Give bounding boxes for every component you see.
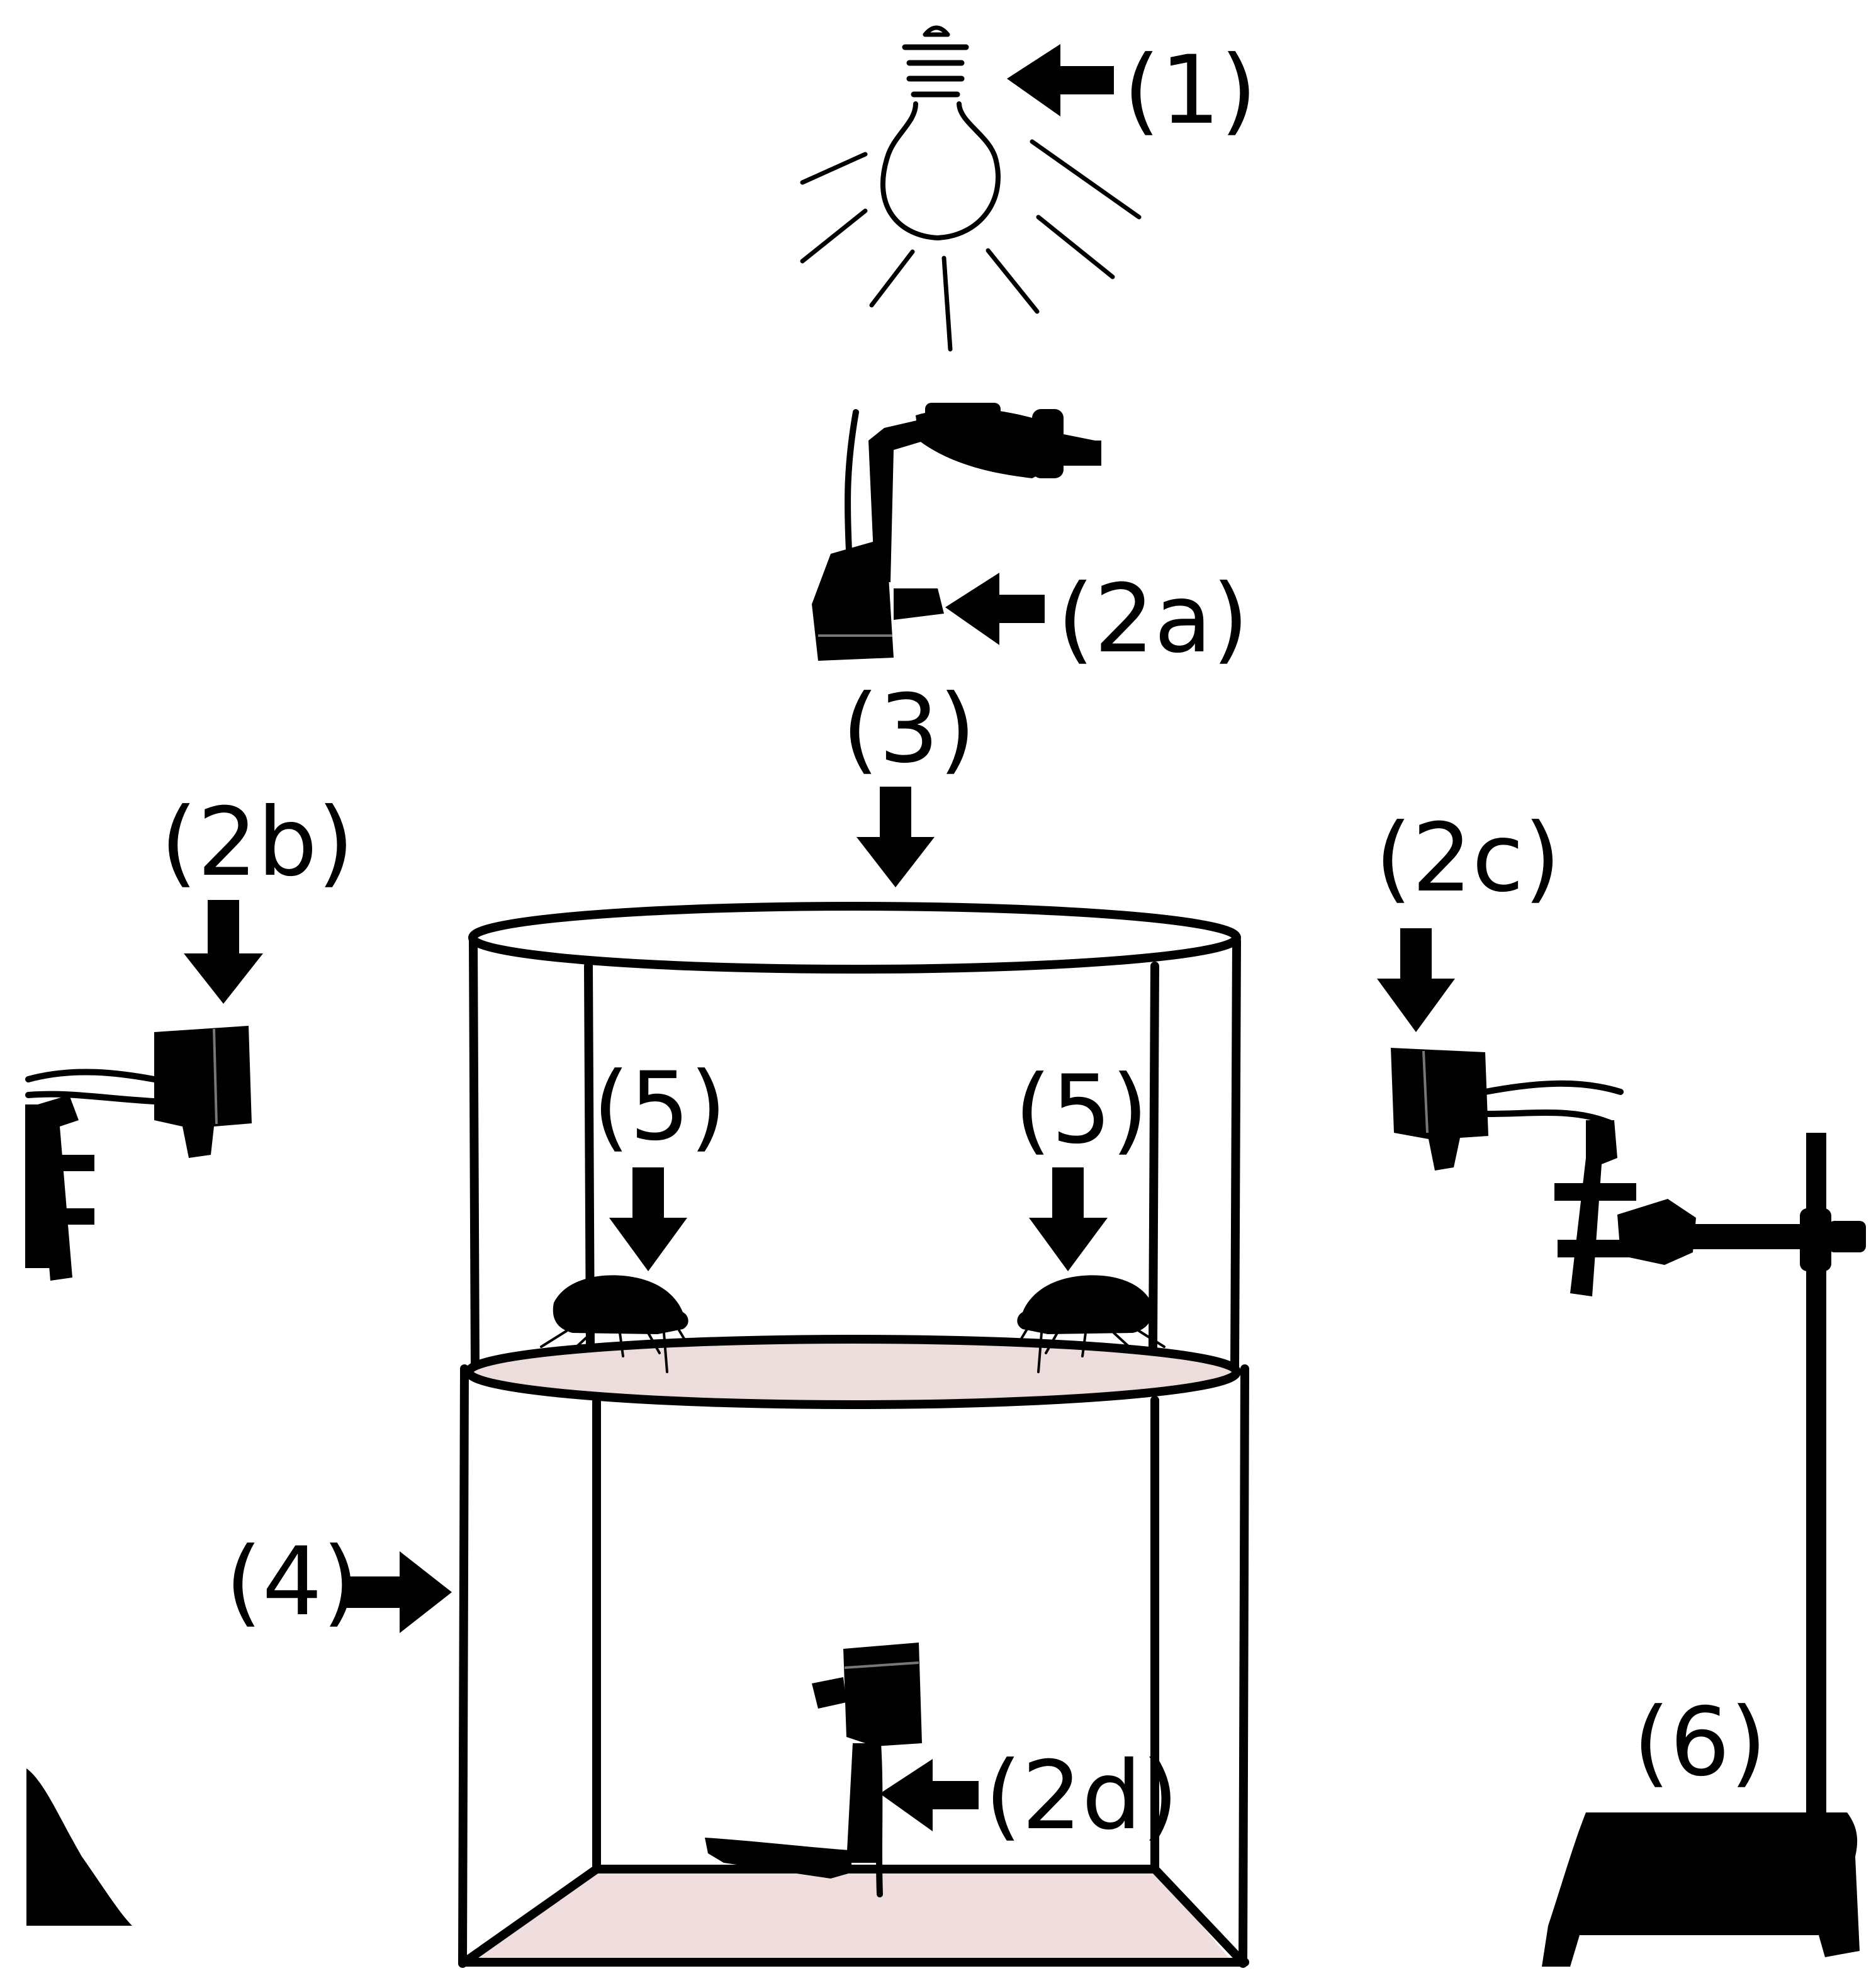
- label-2a: (2a): [1057, 565, 1249, 674]
- arrow-5-left: [609, 1167, 687, 1271]
- arrow-3: [857, 787, 935, 887]
- arrow-2b: [184, 900, 263, 1004]
- label-2c: (2c): [1375, 804, 1561, 913]
- label-2b: (2b): [160, 788, 354, 897]
- light-bulb-icon: [800, 25, 1142, 352]
- label-3: (3): [842, 675, 975, 784]
- beetle-icon-left: [540, 1275, 688, 1373]
- label-5-left: (5): [593, 1052, 726, 1162]
- arrow-2c: [1377, 928, 1455, 1032]
- arrow-4: [346, 1551, 452, 1633]
- arrow-2a: [945, 573, 1045, 645]
- arrow-5-right: [1029, 1167, 1108, 1271]
- stand-base-partial: [26, 1768, 132, 1926]
- webcam-icon-right: [1391, 1048, 1844, 1296]
- arena-cylinder: [468, 902, 1241, 1373]
- arrow-2d: [880, 1759, 979, 1831]
- label-2d: (2d): [985, 1741, 1179, 1851]
- label-5-right: (5): [1014, 1055, 1148, 1165]
- light-rays: [800, 139, 1142, 352]
- arena-platform: [464, 1335, 1241, 1409]
- lab-stand-icon: [1542, 1133, 1866, 1967]
- label-4: (4): [225, 1527, 359, 1637]
- arrow-1: [1007, 44, 1114, 116]
- label-6: (6): [1633, 1688, 1766, 1797]
- box-enclosure: [458, 1364, 1249, 1968]
- label-1: (1): [1123, 36, 1257, 145]
- beetle-icon-right: [1017, 1275, 1165, 1373]
- webcam-icon-top: [812, 403, 1101, 661]
- webcam-icon-left: [25, 1026, 252, 1281]
- webcam-icon-bottom: [705, 1643, 922, 1897]
